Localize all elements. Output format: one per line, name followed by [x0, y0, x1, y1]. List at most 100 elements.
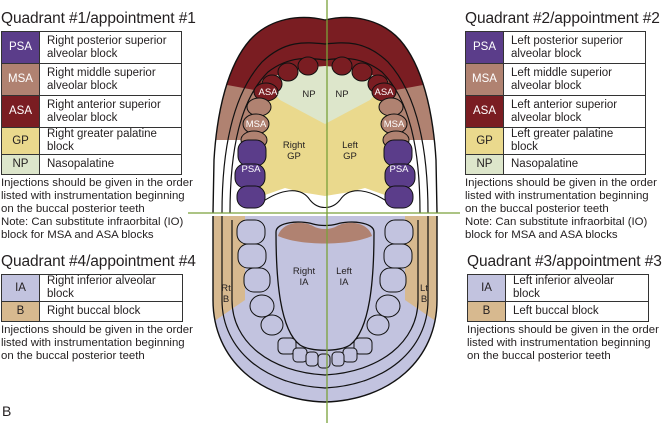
note-line: on the buccal posterior teeth	[1, 350, 145, 362]
code-swatch: B	[467, 301, 506, 322]
label-ia-left-1: Left	[336, 266, 352, 277]
note-line: on the buccal posterior teeth	[1, 203, 145, 215]
code-swatch: PSA	[465, 31, 504, 64]
label-ia-right-1: Right	[293, 266, 316, 277]
code-swatch: NP	[1, 154, 40, 175]
code-swatch: GP	[1, 127, 40, 155]
code-description: Left inferior alveolar block	[505, 274, 649, 302]
code-description: Right greater palatine block	[39, 127, 182, 155]
label-b-left-2: B	[421, 294, 427, 305]
quadrant-title: Quadrant #1/appointment #1	[1, 10, 196, 27]
code-description: Right inferior alveolar block	[39, 274, 183, 302]
upper-alveolar-line	[229, 57, 421, 214]
code-swatch: PSA	[1, 31, 40, 64]
note-line: listed with instrumentation beginning	[465, 190, 649, 202]
lower-lip-outline	[212, 216, 438, 403]
note-line: listed with instrumentation beginning	[1, 190, 185, 202]
label-asa-right: ASA	[258, 87, 278, 98]
lower-teeth	[236, 219, 414, 369]
code-description: Left buccal block	[505, 301, 649, 322]
code-swatch: IA	[1, 274, 40, 302]
note-line: on the buccal posterior teeth	[467, 350, 611, 362]
label-gp-left-2: GP	[343, 151, 357, 162]
label-gp-right-1: Right	[283, 140, 306, 151]
note-line: Injections should be given in the order	[1, 324, 193, 336]
code-description: Left posterior superior alveolar block	[503, 31, 646, 64]
label-b-left-1: Lt	[420, 283, 428, 294]
upper-anterior-teeth	[253, 56, 397, 102]
label-ia-right-2: IA	[300, 277, 310, 288]
note-line: block for MSA and ASA blocks	[465, 229, 618, 241]
code-swatch: ASA	[465, 95, 504, 128]
label-gp-left-1: Left	[342, 140, 358, 151]
buccal-zone-left	[405, 216, 437, 322]
lower-vestibule-line	[221, 216, 429, 389]
figure-label: B	[2, 403, 12, 419]
label-np-left: NP	[335, 89, 348, 100]
lower-alveolar-line	[231, 220, 419, 376]
note-line: Note: Can substitute infraorbital (IO)	[465, 216, 648, 228]
note-line: listed with instrumentation beginning	[1, 337, 185, 349]
tongue-tip	[278, 222, 372, 244]
palate-np	[262, 66, 388, 124]
note-line: Injections should be given in the order	[465, 177, 657, 189]
code-description: Left greater palatine block	[503, 127, 646, 155]
code-description: Right posterior superior alveolar block	[39, 31, 182, 64]
tongue	[275, 221, 375, 351]
code-description: Nasopalatine	[39, 154, 182, 175]
label-ia-left-2: IA	[340, 277, 350, 288]
note-line: listed with instrumentation beginning	[467, 337, 651, 349]
instruction-note: Injections should be given in the order …	[467, 324, 662, 363]
buccal-zone-right	[213, 216, 245, 322]
code-description: Left anterior superior alveolar block	[503, 95, 646, 128]
code-description: Right anterior superior alveolar block	[39, 95, 182, 128]
code-description: Left middle superior alveolar block	[503, 63, 646, 96]
label-b-right-2: B	[223, 294, 229, 305]
code-swatch: B	[1, 301, 40, 322]
code-swatch: NP	[465, 154, 504, 175]
label-asa-left: ASA	[374, 87, 394, 98]
label-psa-left: PSA	[389, 164, 409, 175]
label-np-right: NP	[302, 89, 315, 100]
instruction-note: Injections should be given in the order …	[1, 177, 196, 242]
code-swatch: ASA	[1, 95, 40, 128]
note-line: Note: Can substitute infraorbital (IO)	[1, 216, 184, 228]
code-swatch: MSA	[1, 63, 40, 96]
code-swatch: IA	[467, 274, 506, 302]
instruction-note: Injections should be given in the order …	[1, 324, 196, 363]
quadrant-title: Quadrant #3/appointment #3	[467, 253, 662, 270]
upper-vestibule-line	[221, 42, 429, 214]
code-description: Right buccal block	[39, 301, 183, 322]
note-line: Injections should be given in the order	[1, 177, 193, 189]
label-msa-left: MSA	[384, 119, 405, 130]
label-psa-right: PSA	[241, 164, 261, 175]
code-swatch: GP	[465, 127, 504, 155]
quadrant-title: Quadrant #4/appointment #4	[1, 253, 196, 270]
quadrant-title: Quadrant #2/appointment #2	[465, 10, 660, 27]
code-description: Right middle superior alveolar block	[39, 63, 182, 96]
upper-molar-teeth	[234, 139, 416, 209]
note-line: block for MSA and ASA blocks	[1, 229, 154, 241]
instruction-note: Injections should be given in the order …	[465, 177, 660, 242]
label-msa-right: MSA	[246, 119, 267, 130]
note-line: Injections should be given in the order	[467, 324, 659, 336]
code-swatch: MSA	[465, 63, 504, 96]
